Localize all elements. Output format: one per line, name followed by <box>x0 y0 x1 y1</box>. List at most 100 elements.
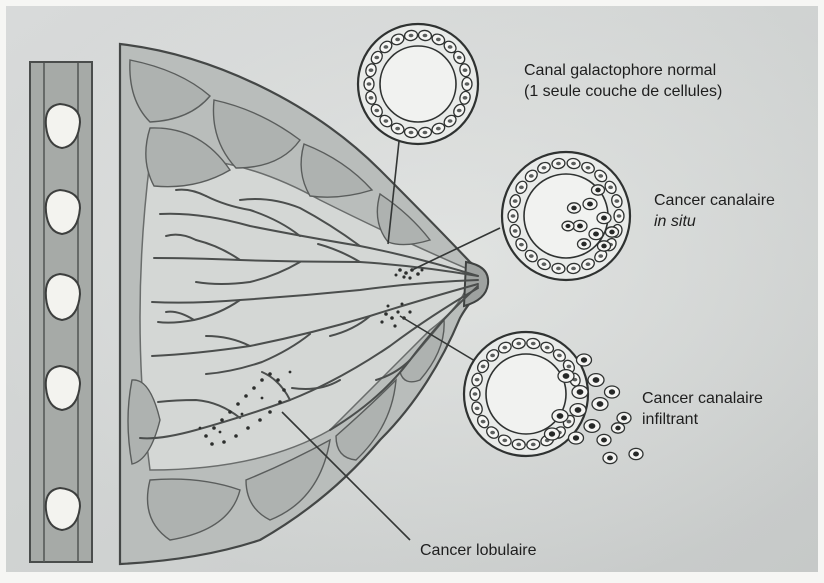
cell-nucleus <box>409 131 414 135</box>
cell-nucleus <box>567 365 572 369</box>
cell-nucleus <box>557 413 564 419</box>
label-dcis-line1: Cancer canalaire <box>654 190 775 211</box>
cell-nucleus <box>589 423 596 429</box>
cell-nucleus <box>581 357 587 362</box>
cell-nucleus <box>448 119 453 123</box>
rib <box>46 104 80 148</box>
label-normal-duct-line1: Canal galactophore normal <box>524 60 722 81</box>
cell-nucleus <box>529 254 534 258</box>
label-invasive-ductal-line1: Cancer canalaire <box>642 388 763 409</box>
cell-nucleus <box>571 162 576 166</box>
cell-nucleus <box>490 354 495 358</box>
cell-nucleus <box>409 34 414 38</box>
cell-nucleus <box>369 68 374 72</box>
cell-nucleus <box>614 199 619 203</box>
dcis-cross-section <box>502 152 630 280</box>
cell-nucleus <box>513 229 518 233</box>
cell-nucleus <box>367 82 372 86</box>
cell-nucleus <box>481 420 486 424</box>
cell-nucleus <box>615 426 620 431</box>
rib <box>46 488 80 530</box>
cell-nucleus <box>597 401 604 407</box>
cell-nucleus <box>556 162 561 166</box>
cell-nucleus <box>542 262 547 266</box>
cell-nucleus <box>595 188 600 193</box>
cell-nucleus <box>587 201 593 206</box>
cell-nucleus <box>519 243 524 247</box>
label-invasive-ductal-line2: infiltrant <box>642 409 763 430</box>
cell-nucleus <box>481 365 486 369</box>
cell-nucleus <box>448 45 453 49</box>
cell-nucleus <box>609 230 614 235</box>
cell-nucleus <box>565 224 570 228</box>
cell-nucleus <box>586 166 591 170</box>
cell-nucleus <box>369 96 374 100</box>
cell-nucleus <box>571 267 576 271</box>
cell-nucleus <box>463 68 468 72</box>
cell-nucleus <box>384 45 389 49</box>
cell-nucleus <box>556 267 561 271</box>
label-normal-duct: Canal galactophore normal (1 seule couch… <box>524 60 722 102</box>
cell-nucleus <box>502 346 507 350</box>
label-lobular: Cancer lobulaire <box>420 540 537 561</box>
rib <box>46 190 80 234</box>
cell-nucleus <box>571 206 576 211</box>
cell-nucleus <box>598 174 603 178</box>
cell-nucleus <box>607 455 613 460</box>
cell-nucleus <box>423 131 428 135</box>
normal-duct-cross-section <box>358 24 478 144</box>
cell-nucleus <box>457 109 462 113</box>
cell-nucleus <box>516 342 521 346</box>
cell-nucleus <box>581 242 586 247</box>
cell-nucleus <box>609 389 615 394</box>
cell-nucleus <box>423 34 428 38</box>
cell-nucleus <box>593 231 599 236</box>
cell-nucleus <box>601 215 607 220</box>
cell-nucleus <box>621 415 627 420</box>
cell-nucleus <box>502 439 507 443</box>
cell-nucleus <box>384 119 389 123</box>
cell-nucleus <box>598 254 603 258</box>
cell-nucleus <box>563 373 570 379</box>
cell-nucleus <box>608 186 613 190</box>
cell-nucleus <box>374 109 379 113</box>
cell-nucleus <box>575 407 582 413</box>
cell-nucleus <box>529 174 534 178</box>
cell-nucleus <box>545 346 550 350</box>
label-dcis-line2: in situ <box>654 211 775 232</box>
cell-nucleus <box>475 407 480 411</box>
cell-nucleus <box>601 244 606 249</box>
cell-nucleus <box>586 262 591 266</box>
cell-nucleus <box>395 127 400 131</box>
cell-nucleus <box>601 437 607 442</box>
cell-nucleus <box>475 378 480 382</box>
cell-nucleus <box>549 431 555 436</box>
rib <box>46 366 80 410</box>
cell-nucleus <box>395 38 400 42</box>
rib <box>46 274 80 320</box>
cell-nucleus <box>573 435 579 440</box>
cell-nucleus <box>465 82 470 86</box>
cell-nucleus <box>436 38 441 42</box>
cell-nucleus <box>567 420 572 424</box>
cell-nucleus <box>617 214 622 218</box>
label-lobular-text: Cancer lobulaire <box>420 540 537 561</box>
label-dcis: Cancer canalaire in situ <box>654 190 775 232</box>
cell-nucleus <box>542 166 547 170</box>
cell-nucleus <box>436 127 441 131</box>
cell-nucleus <box>531 342 536 346</box>
cell-nucleus <box>593 377 600 383</box>
cell-nucleus <box>513 199 518 203</box>
cell-nucleus <box>516 443 521 447</box>
cell-nucleus <box>633 451 639 456</box>
cell-nucleus <box>374 56 379 60</box>
cell-nucleus <box>557 354 562 358</box>
cell-nucleus <box>490 431 495 435</box>
cell-nucleus <box>577 389 584 395</box>
label-invasive-ductal: Cancer canalaire infiltrant <box>642 388 763 430</box>
cell-nucleus <box>457 56 462 60</box>
cell-nucleus <box>511 214 516 218</box>
cell-nucleus <box>519 186 524 190</box>
cell-nucleus <box>577 223 583 228</box>
